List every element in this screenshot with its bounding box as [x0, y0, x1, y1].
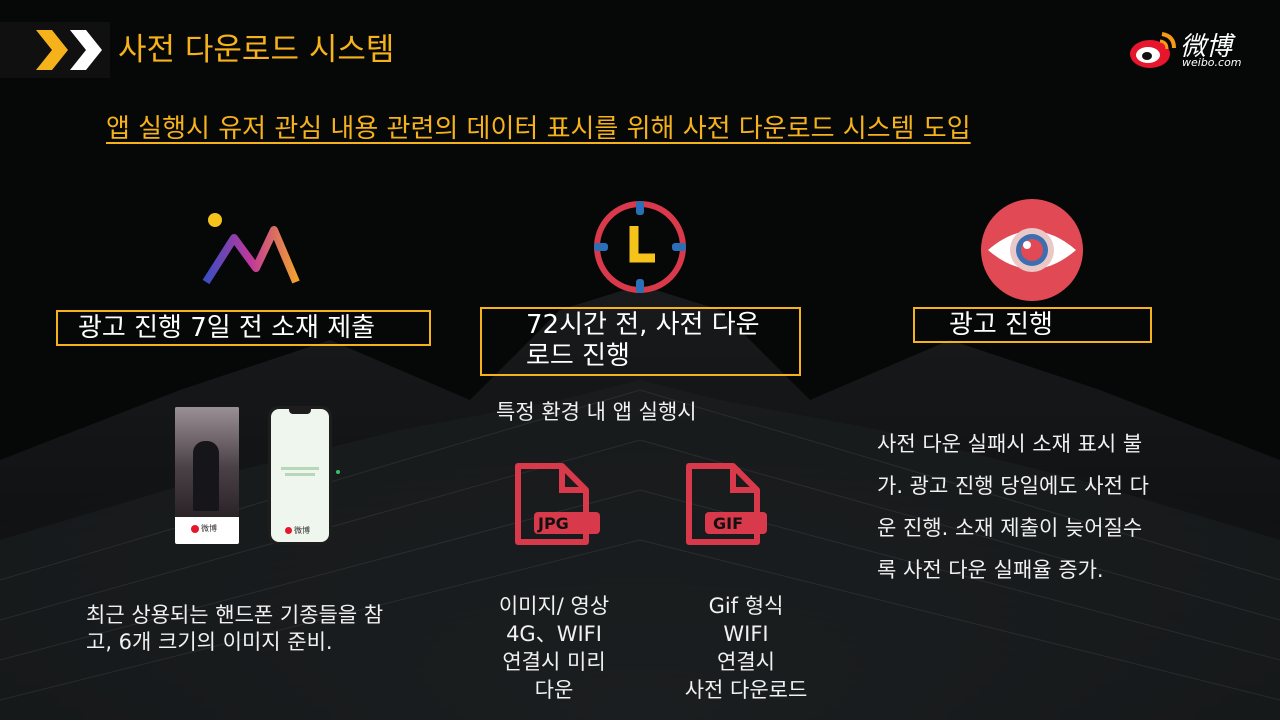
weibo-url-text: weibo.com	[1182, 56, 1242, 69]
description-line: 다운	[534, 678, 574, 702]
phone-2-notch	[289, 409, 311, 414]
phone-1-logo-icon	[191, 525, 199, 533]
description-line: 사전 다운로드	[684, 678, 808, 702]
description-line: Gif 형식	[708, 594, 784, 618]
step-box-1: 광고 진행 7일 전 소재 제출	[56, 310, 431, 346]
svg-text:GIF: GIF	[713, 514, 743, 533]
eye-icon	[981, 199, 1083, 301]
jpg-file-icon: JPG	[515, 463, 600, 545]
step-box-2: 72시간 전, 사전 다운 로드 진행	[480, 307, 801, 376]
phone-2-caption: 微博	[294, 526, 310, 535]
svg-text:JPG: JPG	[537, 514, 569, 533]
jpg-file-description: 이미지/ 영상 4G、WIFI 연결시 미리 다운	[470, 592, 638, 704]
description-line: 이미지/ 영상	[498, 594, 610, 618]
note-line: 가. 광고 진행 당일에도 사전 다	[877, 474, 1149, 498]
chevron-arrows-icon	[36, 30, 102, 70]
person-figure	[193, 441, 219, 511]
phone-sizes-note: 최근 상용되는 핸드폰 기종들을 참 고, 6개 크기의 이미지 준비.	[86, 602, 383, 656]
step-2-label-line1: 72시간 전, 사전 다운	[526, 310, 760, 340]
description-line: 연결시	[717, 650, 775, 674]
phone-2-text-line	[285, 473, 315, 476]
weibo-brand-text: 微博	[1180, 32, 1233, 62]
note-line: 사전 다운 실패시 소재 표시 불	[877, 432, 1143, 456]
phone-2-logo-icon	[285, 527, 292, 534]
weibo-logo: 微博 weibo.com	[1128, 26, 1258, 72]
step-1-label: 광고 진행 7일 전 소재 제출	[78, 313, 376, 343]
description-line: 연결시 미리	[502, 650, 606, 674]
phone-2-text-line	[281, 467, 319, 470]
note-line: 고, 6개 크기의 이미지 준비.	[86, 630, 333, 654]
phone-screenshot-1: 微博	[175, 407, 239, 544]
green-dot	[336, 470, 340, 474]
description-line: WIFI	[723, 622, 769, 646]
condition-text: 특정 환경 내 앱 실행시	[496, 400, 697, 424]
gif-file-icon: GIF	[686, 463, 767, 545]
note-line: 운 진행. 소재 제출이 늦어질수	[877, 516, 1143, 540]
page-title: 사전 다운로드 시스템	[118, 32, 395, 68]
weibo-eye-icon	[1130, 32, 1176, 68]
gif-file-description: Gif 형식 WIFI 연결시 사전 다운로드	[660, 592, 832, 704]
clock-icon	[594, 201, 686, 293]
failure-note: 사전 다운 실패시 소재 표시 불 가. 광고 진행 당일에도 사전 다 운 진…	[877, 423, 1149, 591]
note-line: 록 사전 다운 실패율 증가.	[877, 558, 1104, 582]
step-box-3: 광고 진행	[913, 307, 1152, 343]
step-3-label: 광고 진행	[949, 310, 1053, 340]
note-line: 최근 상용되는 핸드폰 기종들을 참	[86, 603, 384, 627]
description-line: 4G、WIFI	[506, 622, 602, 646]
phone-2-screen: 微博	[271, 409, 329, 542]
intro-subtitle: 앱 실행시 유저 관심 내용 관련의 데이터 표시를 위해 사전 다운로드 시스…	[106, 114, 971, 144]
mountain-icon	[202, 213, 300, 285]
phone-1-photo	[175, 407, 239, 517]
step-2-label-line2: 로드 진행	[526, 341, 630, 371]
phone-1-caption: 微博	[201, 524, 217, 533]
phone-screenshot-2: 微博	[268, 406, 332, 545]
